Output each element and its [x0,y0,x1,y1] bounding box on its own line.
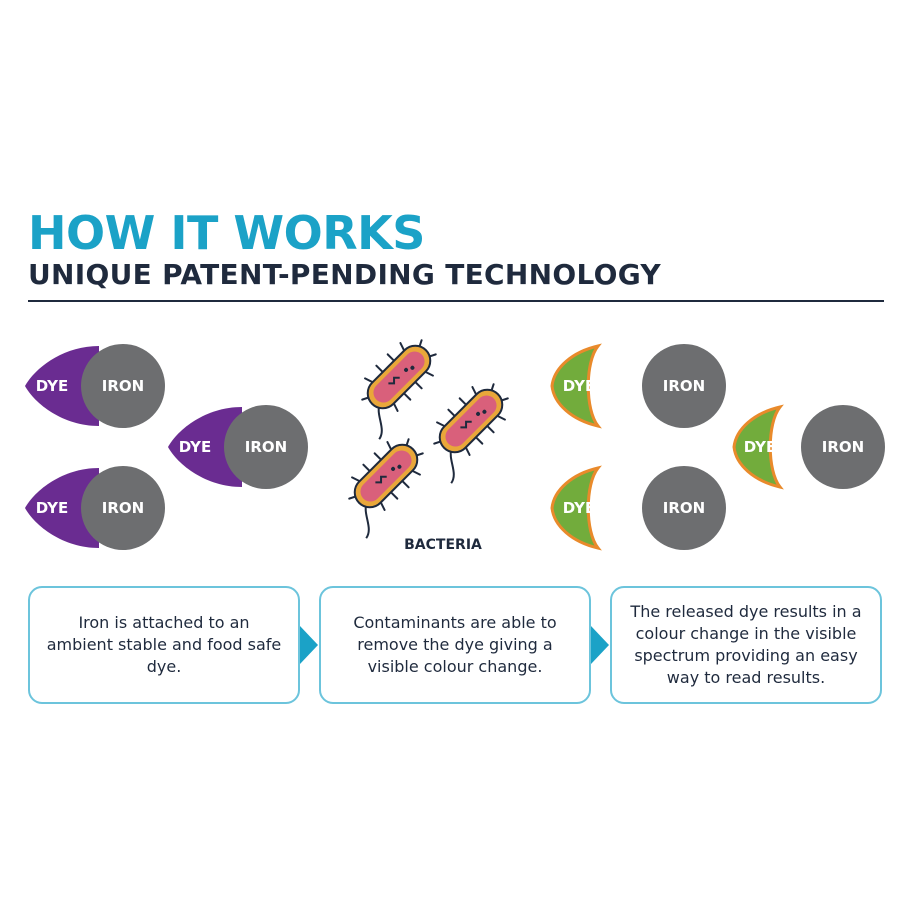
dye-shape [168,407,242,487]
step-text-3: The released dye results in a colour cha… [630,602,862,687]
page-title: HOW IT WORKS [28,206,425,260]
step-arrow-icon [300,626,318,664]
iron-label: IRON [102,377,144,395]
attached-dye-iron-pair: DYE IRON [25,344,165,428]
iron-label: IRON [245,438,287,456]
dye-shape [25,346,99,426]
step-text-1: Iron is attached to an ambient stable an… [46,613,282,676]
dye-shape [25,468,99,548]
attached-dye-iron-pair: DYE IRON [168,405,308,489]
released-dye-iron-pair: DYE IRON [550,465,726,551]
released-dye-shape [550,343,602,429]
bacterium [433,383,509,484]
dye-label: DYE [563,499,595,517]
released-dye-iron-pair: DYE IRON [550,343,726,429]
iron-circle [801,405,885,489]
released-dye-shape [550,465,602,551]
bacterium [348,438,424,539]
page-subtitle: UNIQUE PATENT-PENDING TECHNOLOGY [28,258,661,291]
step-box-1: Iron is attached to an ambient stable an… [28,586,300,704]
iron-label: IRON [663,377,705,395]
released-dye-shape [732,404,784,490]
iron-circle [224,405,308,489]
dye-label: DYE [36,377,68,395]
dye-label: DYE [179,438,211,456]
step-text-2: Contaminants are able to remove the dye … [353,613,557,676]
step-box-3: The released dye results in a colour cha… [610,586,882,704]
dye-label: DYE [563,377,595,395]
step-box-2: Contaminants are able to remove the dye … [319,586,591,704]
step-arrow-icon [591,626,609,664]
iron-circle [81,466,165,550]
iron-label: IRON [822,438,864,456]
iron-circle [642,466,726,550]
released-dye-iron-pair: DYE IRON [732,404,885,490]
bacteria-label: BACTERIA [404,537,482,553]
iron-circle [81,344,165,428]
iron-label: IRON [663,499,705,517]
dye-label: DYE [744,438,776,456]
header-divider [28,300,884,302]
iron-label: IRON [102,499,144,517]
attached-dye-iron-pair: DYE IRON [25,466,165,550]
bacterium [361,339,437,440]
dye-label: DYE [36,499,68,517]
iron-circle [642,344,726,428]
